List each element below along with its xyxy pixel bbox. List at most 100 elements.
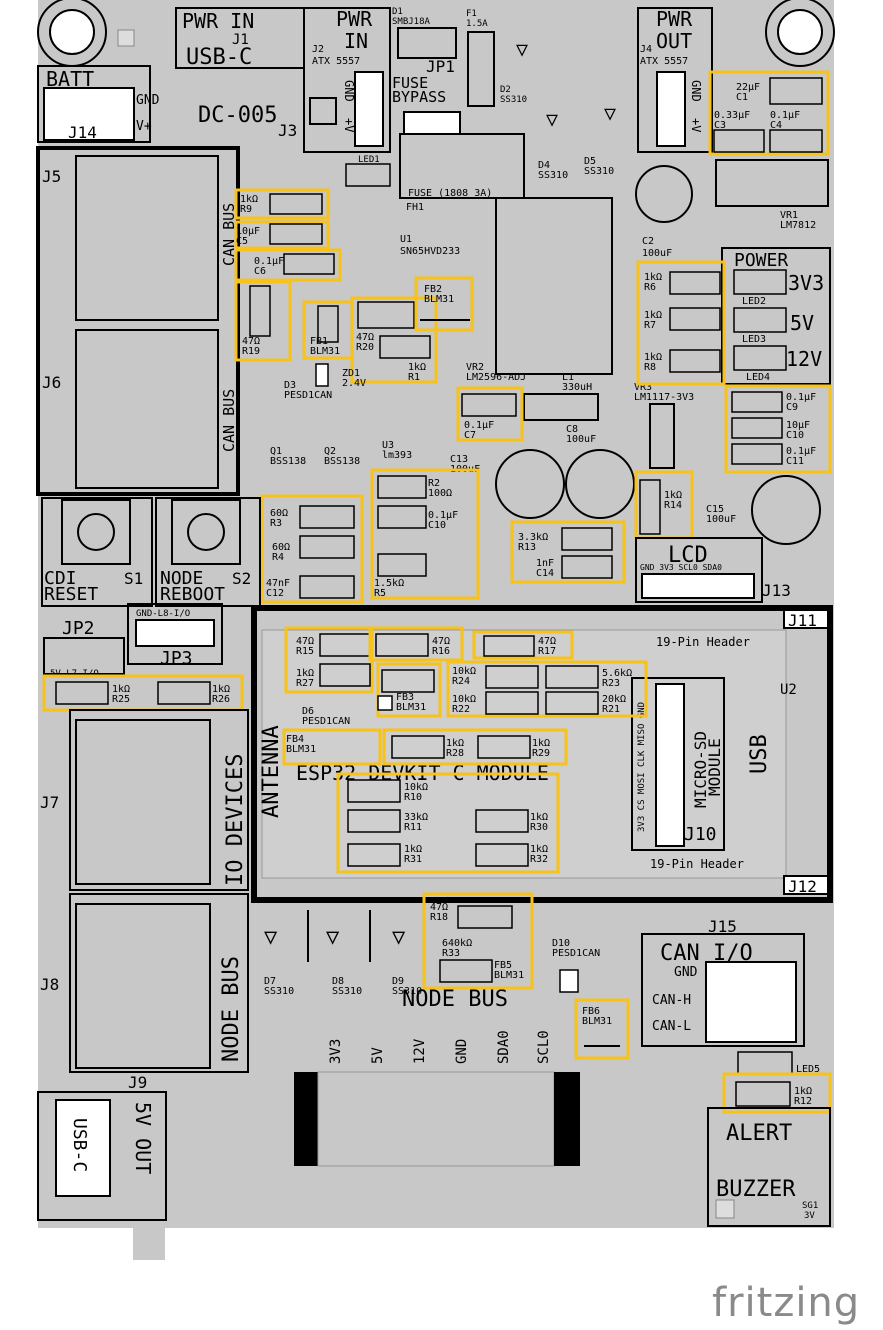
mounting-hole-left-inner	[49, 9, 95, 55]
j2-gnd-pin: GND	[342, 80, 356, 102]
power-led-block	[721, 247, 831, 385]
f1-body	[467, 31, 495, 107]
c4-value: 0.1µF	[770, 110, 800, 121]
pin-5v: 5V	[370, 1047, 386, 1064]
r10-ref: R10	[404, 792, 422, 803]
pwr-atx-label: PWR	[336, 7, 373, 31]
r16-ref: R16	[432, 646, 450, 657]
vr3-body	[649, 403, 675, 469]
d2-diode-icon: ▽	[516, 37, 528, 61]
r11-ref: R11	[404, 822, 422, 833]
c6-body	[283, 253, 335, 275]
led1-label: LED1	[358, 155, 380, 165]
vr2-body	[495, 197, 613, 375]
d5-ref: D5	[584, 156, 596, 167]
j8-housing	[75, 903, 211, 1069]
r13-body	[561, 527, 613, 551]
node-bus-latch-right	[554, 1072, 580, 1166]
j2-v-pin: +V	[342, 118, 356, 132]
j6-housing	[75, 329, 219, 489]
r26-body	[157, 681, 211, 705]
pwr-in-atx-connector	[303, 7, 391, 153]
d4-value: SS310	[538, 170, 568, 181]
c11-body	[731, 443, 783, 465]
lcd-label: LCD	[668, 543, 708, 568]
j4-label: J4	[640, 44, 652, 55]
r24-r21-group	[446, 660, 648, 718]
d7-ref: D7	[264, 976, 276, 987]
c8-body	[565, 449, 635, 519]
u3-ref: U3	[382, 440, 394, 451]
s1-line2: RESET	[44, 584, 98, 605]
j4-type: ATX 5557	[640, 56, 688, 67]
r6-body	[669, 271, 721, 295]
r10-r32-group	[336, 772, 560, 874]
j9-housing	[55, 1099, 111, 1197]
r8-ref: R8	[644, 362, 656, 373]
d10-body	[559, 969, 579, 993]
d5-value: SS310	[584, 166, 614, 177]
r13-value: 3.3kΩ	[518, 532, 548, 543]
s2-housing	[171, 499, 241, 565]
q1-ref: Q1	[270, 446, 282, 457]
r8-value: 1kΩ	[644, 352, 662, 363]
jp1-ref: JP1	[426, 57, 455, 76]
led1-body	[345, 163, 391, 187]
fb6-ref: FB6	[582, 1006, 600, 1017]
j5-j6-connector	[36, 146, 240, 496]
jp3-label: JP3	[160, 648, 193, 669]
batt-gnd-pin: GND	[136, 93, 160, 108]
j2-type: ATX 5557	[312, 56, 360, 67]
led4-body	[733, 345, 787, 371]
r23-value: 5.6kΩ	[602, 668, 632, 679]
can-io-canl: CAN-L	[652, 1019, 691, 1034]
c14-value: 1nF	[536, 558, 554, 569]
jp1-header	[403, 111, 461, 135]
c15-body	[751, 475, 821, 545]
r26-value: 1kΩ	[212, 684, 230, 695]
f1-ref: F1	[466, 9, 477, 19]
led3-body	[733, 307, 787, 333]
c10-ref: C10	[786, 430, 804, 441]
d8-ref: D8	[332, 976, 344, 987]
pin-gnd: GND	[454, 1039, 470, 1064]
r31-body	[347, 843, 401, 867]
c9-body	[731, 391, 783, 413]
r27-value: 1kΩ	[296, 668, 314, 679]
r5-value: 1.5kΩ	[374, 578, 404, 589]
r28-r29-group	[382, 728, 568, 766]
lcd-pins: GND 3V3 SCL0 SDA0	[640, 563, 722, 572]
r22-body	[485, 691, 539, 715]
d6-body	[377, 695, 393, 711]
r31-value: 1kΩ	[404, 844, 422, 855]
r30-ref: R30	[530, 822, 548, 833]
u1-value: SN65HVD233	[400, 246, 460, 257]
d3-ref: D3	[284, 380, 296, 391]
r17-body	[483, 635, 535, 657]
s2-line2: REBOOT	[160, 584, 225, 605]
vr2-ref: VR2	[466, 362, 484, 373]
d2-ref: D2	[500, 85, 511, 95]
c10b-ref: C10	[428, 520, 446, 531]
rail-5v: 5V	[790, 311, 814, 335]
fb5-value: BLM31	[494, 970, 524, 981]
r22-value: 10kΩ	[452, 694, 476, 705]
r30-body	[475, 809, 529, 833]
fb3-ref: FB3	[396, 692, 414, 703]
fb6-box	[574, 998, 630, 1060]
led5-label: LED5	[796, 1064, 820, 1075]
r2-ref: R2	[428, 478, 440, 489]
j6-label: J6	[42, 373, 61, 392]
microsd-pins: 3V3 CS MOSI CLK MISO GND	[637, 702, 647, 832]
d1-ref: D1	[392, 7, 403, 17]
caps-c1-c4-group	[708, 70, 830, 156]
c8-ref: C8	[566, 424, 578, 435]
fb1-body	[317, 305, 339, 343]
batt-connector	[37, 65, 151, 143]
out-label: OUT	[656, 29, 692, 53]
r8-body	[669, 349, 721, 373]
pin-3v3: 3V3	[328, 1039, 344, 1064]
j4-housing	[656, 71, 686, 147]
j13-label: J13	[762, 581, 791, 600]
pin-scl0: SCL0	[536, 1030, 552, 1064]
